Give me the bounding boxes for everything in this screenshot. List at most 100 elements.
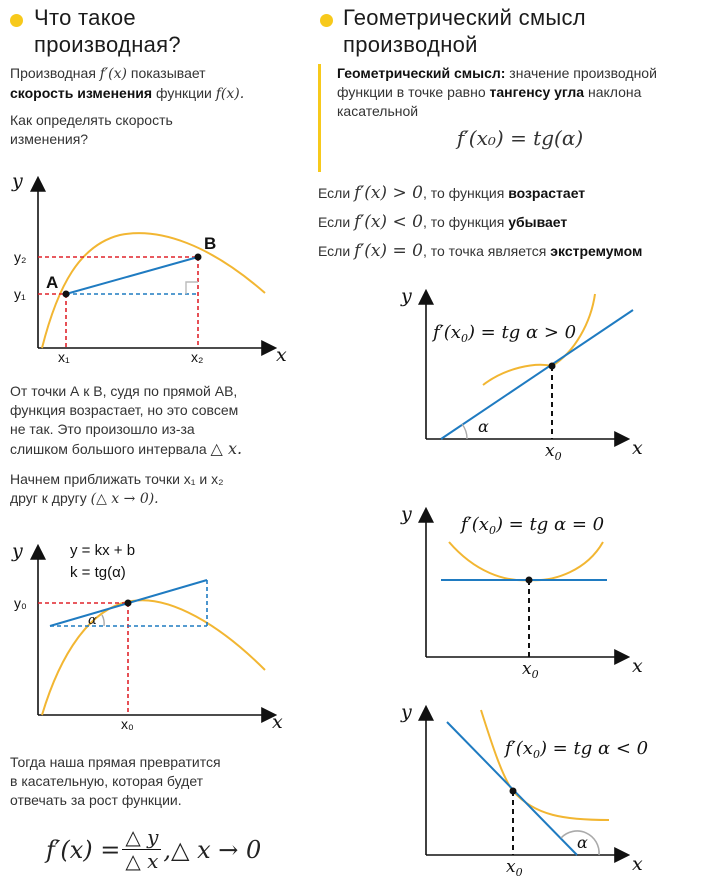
right-title-line1: Геометрический смысл: [343, 5, 586, 30]
point-a: [62, 290, 70, 298]
angle-arc: [101, 614, 105, 627]
right-angle-mark: [185, 281, 198, 294]
text: Если: [318, 214, 355, 230]
bold-extremum: экстремумом: [550, 243, 643, 259]
label-point-a: A: [46, 273, 58, 292]
function-curve: [41, 599, 266, 716]
secant-ab: [65, 256, 199, 295]
label-x2: x₂: [191, 349, 203, 365]
left-title-line1: Что такое: [34, 5, 136, 30]
derivative-formula: f′(x) = △ y △ x ,△ x → 0: [46, 826, 261, 873]
tangent-formula: f′(x₀) = tg(α): [456, 126, 584, 150]
left-title-line2: производная?: [34, 32, 181, 57]
text-line: отвечать за рост функции.: [10, 792, 182, 808]
alpha-label: α: [88, 613, 97, 628]
right-title-line2: производной: [343, 32, 478, 57]
function-curve: [480, 709, 610, 821]
derivative-label: f′(x0) = tg α < 0: [503, 738, 648, 761]
bold-increases: возрастает: [508, 185, 586, 201]
left-question: Как определять скорость изменения?: [10, 111, 173, 149]
text-line: функция возрастает, но это совсем: [10, 402, 239, 418]
text-line: Тогда наша прямая превратится: [10, 754, 221, 770]
left-conclusion: Тогда наша прямая превратится в касатель…: [10, 753, 310, 810]
formula-delta-x: △ x.: [210, 439, 243, 458]
text-line: в касательную, которая будет: [10, 773, 204, 789]
bullet-dot-left: [10, 14, 23, 27]
text-line: касательной: [337, 103, 419, 119]
fraction-denominator: △ x: [125, 849, 159, 873]
bullet-dot-right: [320, 14, 333, 27]
x0-label: x0: [506, 857, 523, 879]
x0-label: x0: [545, 441, 562, 463]
text-line: изменения?: [10, 131, 89, 147]
alpha-label: α: [577, 833, 588, 852]
x0-label: x0: [522, 659, 539, 681]
formula-limit: (△ x → 0).: [90, 491, 159, 507]
y-axis-label: y: [11, 170, 23, 192]
bold-tangent: тангенсу угла: [489, 84, 585, 100]
formula-fx: f(x).: [215, 86, 245, 102]
left-title: Что такое производная?: [34, 4, 181, 58]
function-curve: [448, 541, 604, 582]
function-curve: [41, 232, 266, 349]
text: наклона: [584, 84, 642, 100]
sign-rules: Если f′(x) > 0, то функция возрастает Ес…: [318, 184, 708, 271]
text-line: слишком большого интервала: [10, 441, 207, 457]
tangent-point: [509, 787, 517, 795]
derivative-label: f′(x0) = tg α = 0: [459, 514, 604, 537]
text: функции в точке равно: [337, 84, 490, 100]
text: , то функция: [422, 185, 509, 201]
fraction: △ y △ x: [122, 826, 162, 873]
x-axis-label: x: [632, 437, 643, 459]
y-axis-label: y: [400, 503, 412, 525]
bold-speed: скорость изменения: [10, 85, 153, 101]
left-intro: Производная f′(x) показывает скорость из…: [10, 64, 310, 104]
text: Если: [318, 185, 355, 201]
text-line: Начнем приближать точки x₁ и x₂: [10, 471, 224, 487]
text: Если: [318, 243, 355, 259]
text: показывает: [126, 65, 206, 81]
x-axis-label: x: [272, 711, 283, 733]
graph-negative-slope: y x α x0 f′(x0) = tg α < 0: [400, 701, 648, 879]
x-axis-label: x: [276, 344, 287, 365]
label-x0: x₀: [121, 716, 134, 732]
text-line: друг к другу: [10, 490, 87, 506]
left-approach: Начнем приближать точки x₁ и x₂ друг к д…: [10, 470, 310, 509]
bold-decreases: убывает: [508, 214, 568, 230]
graph-positive-slope: y x α x0 f′(x0) = tg α > 0: [400, 285, 643, 463]
x-axis-label: x: [632, 655, 643, 677]
formula-rhs: ,△ x → 0: [163, 835, 262, 864]
angle-arc: [560, 830, 600, 856]
fraction-numerator: △ y: [122, 826, 162, 850]
angle-arc: [461, 423, 468, 440]
alpha-label: α: [478, 417, 489, 436]
text: функции: [152, 85, 216, 101]
label-x1: x₁: [58, 349, 70, 365]
y-axis-label: y: [400, 285, 412, 307]
formula-positive: f′(x) > 0: [354, 183, 423, 203]
text: , то функция: [422, 214, 509, 230]
text-line: От точки А к В, судя по прямой АВ,: [10, 383, 238, 399]
text-line: Как определять скорость: [10, 112, 173, 128]
label-point-b: B: [204, 234, 216, 253]
text: Производная: [10, 65, 100, 81]
right-title: Геометрический смысл производной: [343, 4, 586, 58]
formula-zero: f′(x) = 0: [354, 241, 423, 261]
text: значение производной: [505, 65, 657, 81]
label-y0: y₀: [14, 595, 27, 611]
label-y1: y₁: [14, 286, 26, 302]
x-axis-label: x: [632, 853, 643, 875]
graph-tangent: y x y = kx + b k = tg(α) α y₀ x₀: [11, 540, 283, 733]
tangent-point: [548, 362, 556, 370]
graph-zero-slope: y x x0 f′(x0) = tg α = 0: [400, 503, 643, 681]
text-line: не так. Это произошло из-за: [10, 421, 195, 437]
equation-line: y = kx + b: [70, 542, 135, 559]
y-axis-label: y: [11, 540, 23, 562]
equation-slope: k = tg(α): [70, 564, 126, 581]
y-axis-label: y: [400, 701, 412, 723]
formula-fprime: f′(x): [99, 66, 127, 82]
derivative-label: f′(x0) = tg α > 0: [431, 322, 576, 345]
graph-secant: y x y₂ y₁ x₁ x₂ A B: [11, 170, 287, 365]
text: , то точка является: [422, 243, 551, 259]
point-b: [194, 253, 202, 261]
